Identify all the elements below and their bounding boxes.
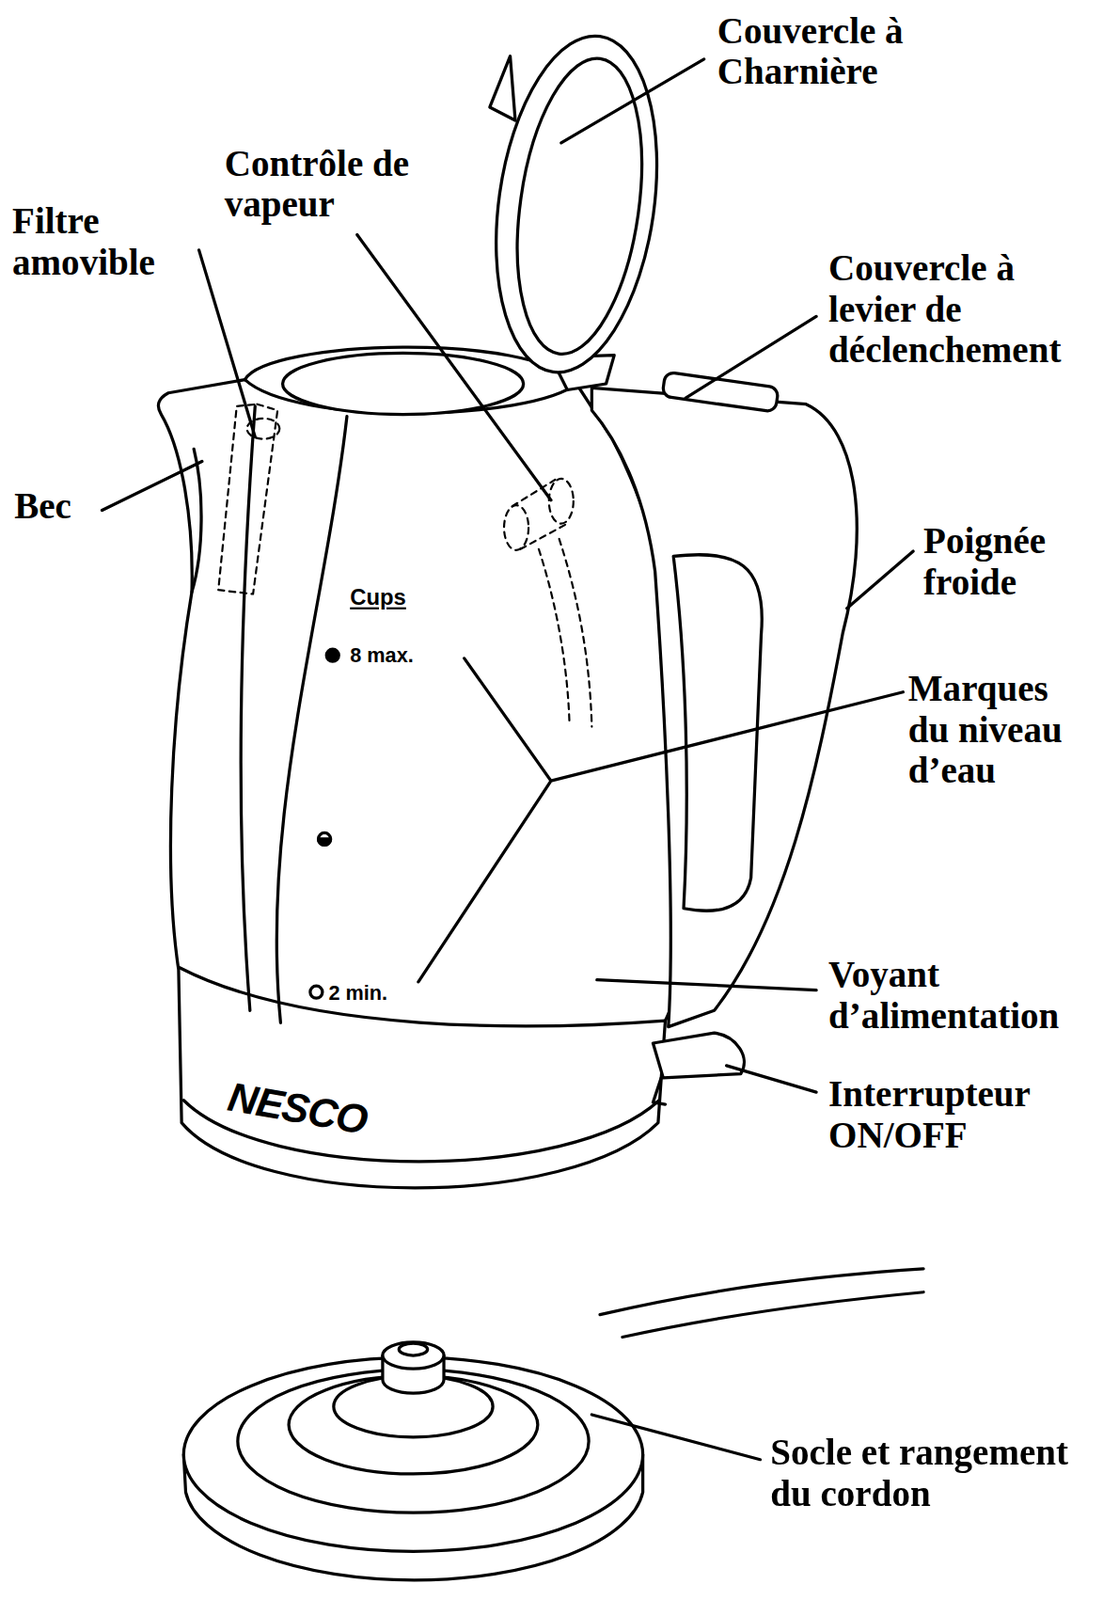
leader-line xyxy=(591,1414,760,1460)
level-dot-mid-fill xyxy=(318,838,331,846)
steam-tube-hidden xyxy=(538,538,592,727)
power-switch-leg xyxy=(652,1077,665,1104)
part-label: Voyant d’alimentation xyxy=(828,954,1096,1037)
leader-line xyxy=(726,1065,817,1092)
lid-tab xyxy=(489,56,516,121)
leader-line xyxy=(561,59,705,143)
steam-control-hidden xyxy=(549,478,574,524)
power-switch xyxy=(652,1032,744,1078)
leader-line xyxy=(357,235,552,501)
part-label: Poignée froide xyxy=(923,519,1077,602)
part-label: Couvercle à Charnière xyxy=(717,10,953,93)
water-window xyxy=(240,406,255,1010)
handle xyxy=(591,387,857,1026)
handle-grip xyxy=(673,554,762,912)
level-dot-mid xyxy=(318,832,331,845)
base-pin-top xyxy=(382,1341,444,1369)
base-pin-tip xyxy=(398,1342,427,1356)
level-dot-min xyxy=(310,985,323,998)
leader-line xyxy=(102,460,203,510)
level-mark: 2 min. xyxy=(328,980,441,1006)
steam-control-hidden xyxy=(504,504,529,551)
leader-line xyxy=(597,979,817,991)
part-label: Marques du niveau d’eau xyxy=(908,668,1090,791)
water-window xyxy=(276,416,347,1024)
part-label: Socle et rangement du cordon xyxy=(770,1431,1103,1513)
leader-line xyxy=(199,250,256,438)
leader-line xyxy=(685,315,817,398)
leader-line xyxy=(847,551,914,609)
kettle-body xyxy=(157,379,694,1188)
part-label: Filtre amovible xyxy=(12,201,191,284)
scale-heading: Cups xyxy=(349,584,432,612)
part-label: Couvercle à levier de déclenchement xyxy=(828,248,1100,371)
leader-line xyxy=(418,658,903,982)
power-cord xyxy=(599,1268,924,1315)
lid xyxy=(475,25,677,383)
opening xyxy=(283,352,524,414)
spout-edge xyxy=(191,448,202,592)
part-label: Interrupteur ON/OFF xyxy=(828,1073,1073,1156)
lid-inner xyxy=(500,50,660,363)
part-label: Bec xyxy=(14,486,107,527)
level-dot-max xyxy=(326,648,339,662)
part-label: Contrôle de vapeur xyxy=(224,142,414,225)
level-mark: 8 max. xyxy=(349,643,462,668)
power-cord xyxy=(622,1292,924,1338)
